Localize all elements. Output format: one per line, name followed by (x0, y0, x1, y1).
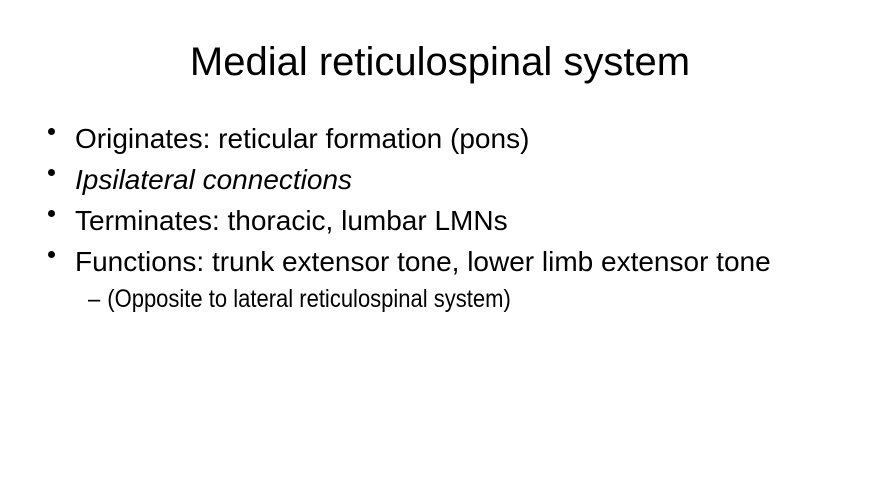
bullet-item-terminates: Terminates: thoracic, lumbar LMNs (48, 200, 860, 241)
bullet-icon (48, 251, 55, 258)
sub-bullet-text: (Opposite to lateral reticulospinal syst… (107, 285, 511, 313)
bullet-icon (48, 210, 55, 217)
bullet-text: Ipsilateral connections (75, 164, 353, 195)
bullet-icon (48, 128, 55, 135)
bullet-item-originates: Originates: reticular formation (pons) (48, 118, 860, 159)
bullet-list: Originates: reticular formation (pons) I… (48, 118, 860, 316)
bullet-item-functions: Functions: trunk extensor tone, lower li… (48, 241, 860, 282)
dash-icon: – (88, 285, 101, 313)
sub-bullet-item-opposite: – (Opposite to lateral reticulospinal sy… (88, 282, 767, 316)
bullet-text: Functions: trunk extensor tone, lower li… (75, 246, 771, 277)
bullet-icon (48, 169, 55, 176)
bullet-text: Originates: reticular formation (pons) (75, 123, 530, 154)
bullet-item-ipsilateral: Ipsilateral connections (48, 159, 860, 200)
slide-title: Medial reticulospinal system (189, 40, 691, 84)
bullet-text: Terminates: thoracic, lumbar LMNs (75, 205, 508, 236)
